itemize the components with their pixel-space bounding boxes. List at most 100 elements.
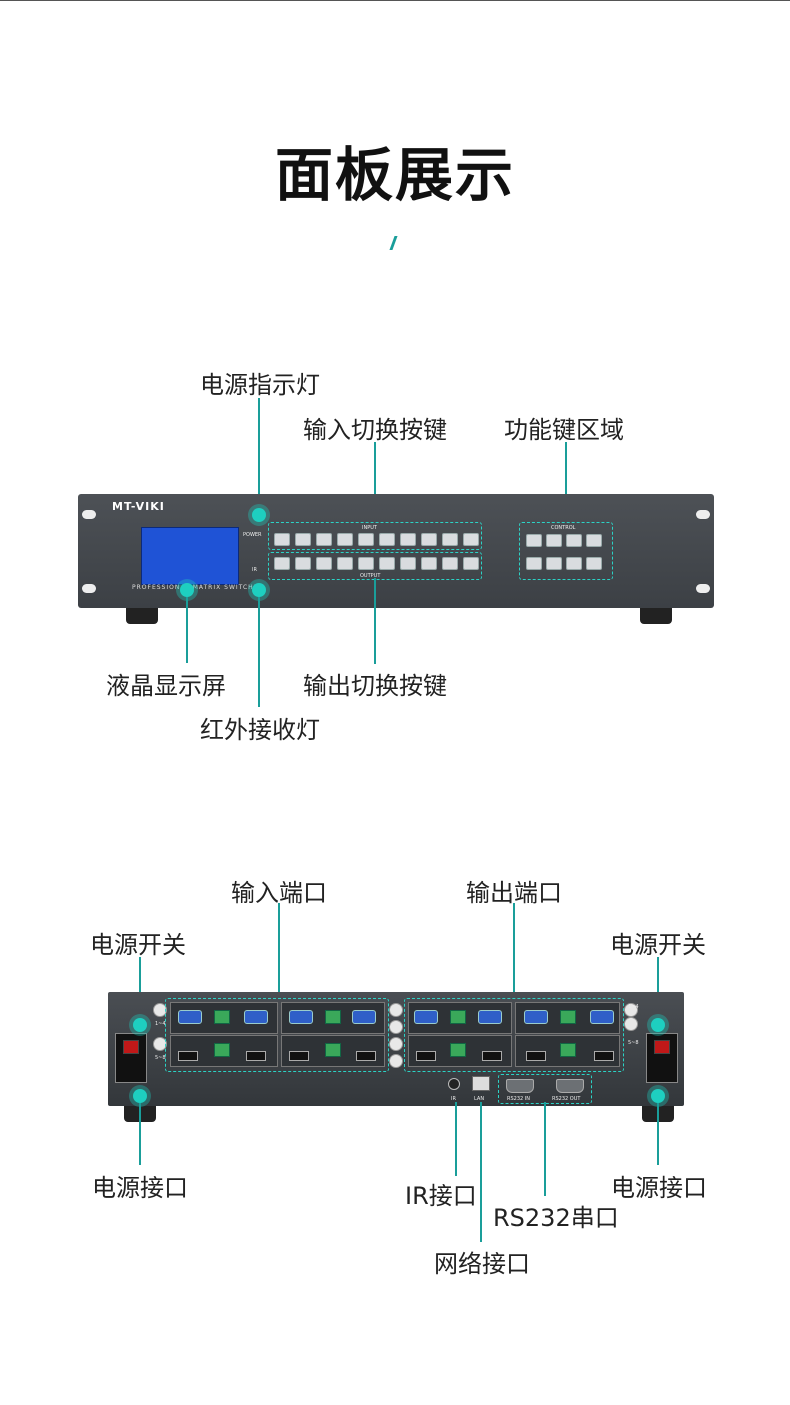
ir-led-marker: [252, 583, 266, 597]
label-output-buttons: 输出切换按键: [303, 672, 447, 700]
leader-power-socket-right: [657, 1103, 659, 1165]
label-power-socket-left: 电源接口: [92, 1174, 188, 1202]
output-button-row[interactable]: [274, 557, 479, 570]
lcd-marker: [180, 583, 194, 597]
vga-port[interactable]: [590, 1010, 614, 1024]
hdmi-port[interactable]: [178, 1051, 198, 1061]
leader-output-ports: [513, 903, 515, 999]
input-group-label: INPUT: [362, 525, 377, 531]
control-group-label: CONTROL: [551, 525, 576, 531]
power-socket-left[interactable]: [115, 1033, 147, 1083]
vga-port[interactable]: [289, 1010, 313, 1024]
row-label-5-8: 5~8: [628, 1040, 639, 1046]
ir-jack[interactable]: [448, 1078, 460, 1090]
leader-rs232: [544, 1102, 546, 1196]
lan-port[interactable]: [472, 1076, 490, 1091]
input-ports-outline: [165, 998, 389, 1072]
rack-ear-hole: [696, 584, 710, 593]
leader-output-buttons: [374, 578, 376, 664]
audio-terminal[interactable]: [214, 1043, 230, 1057]
rs232-in-port[interactable]: [506, 1079, 534, 1093]
ir-text: IR: [252, 567, 257, 573]
rack-ear-hole: [82, 510, 96, 519]
power-switch-right[interactable]: [654, 1040, 670, 1054]
hdmi-port[interactable]: [526, 1051, 546, 1061]
hdmi-port[interactable]: [482, 1051, 502, 1061]
vga-port[interactable]: [478, 1010, 502, 1024]
leader-power-switch-left: [139, 957, 141, 1019]
audio-terminal[interactable]: [214, 1010, 230, 1024]
page-title: 面板展示: [274, 141, 515, 209]
output-key[interactable]: [358, 557, 374, 570]
input-group-outline: [268, 522, 482, 550]
control-key[interactable]: [566, 534, 582, 547]
input-button-row[interactable]: [274, 533, 479, 546]
power-switch-left[interactable]: [123, 1040, 139, 1054]
output-key[interactable]: [442, 557, 458, 570]
hdmi-port[interactable]: [246, 1051, 266, 1061]
output-key[interactable]: [337, 557, 353, 570]
mount-knob: [153, 1037, 167, 1051]
mount-knob: [389, 1020, 403, 1034]
input-key[interactable]: [421, 533, 437, 546]
rs232-in-text: RS232 IN: [507, 1096, 530, 1102]
audio-terminal[interactable]: [560, 1043, 576, 1057]
hdmi-port[interactable]: [289, 1051, 309, 1061]
input-key[interactable]: [316, 533, 332, 546]
mount-knob: [624, 1017, 638, 1031]
rs232-out-text: RS232 OUT: [552, 1096, 581, 1102]
audio-terminal[interactable]: [450, 1010, 466, 1024]
control-key[interactable]: [526, 557, 542, 570]
output-key[interactable]: [463, 557, 479, 570]
mount-knob: [624, 1003, 638, 1017]
power-text: POWER: [243, 532, 262, 538]
hdmi-port[interactable]: [594, 1051, 614, 1061]
output-key[interactable]: [316, 557, 332, 570]
output-key[interactable]: [274, 557, 290, 570]
output-key[interactable]: [421, 557, 437, 570]
label-power-led: 电源指示灯: [200, 371, 320, 399]
control-key[interactable]: [586, 534, 602, 547]
control-key[interactable]: [526, 534, 542, 547]
control-key[interactable]: [546, 557, 562, 570]
panel-subtitle: PROFESSIONAL MATRIX SWITCHER: [132, 584, 264, 591]
control-key[interactable]: [566, 557, 582, 570]
output-key[interactable]: [379, 557, 395, 570]
rack-ear-hole: [696, 510, 710, 519]
mount-knob: [389, 1054, 403, 1068]
control-key[interactable]: [546, 534, 562, 547]
leader-power-led: [258, 398, 260, 514]
vga-port[interactable]: [414, 1010, 438, 1024]
input-key[interactable]: [379, 533, 395, 546]
audio-terminal[interactable]: [560, 1010, 576, 1024]
hdmi-port[interactable]: [416, 1051, 436, 1061]
hdmi-port[interactable]: [356, 1051, 376, 1061]
power-switch-left-marker: [133, 1018, 147, 1032]
leader-function-keys: [565, 442, 567, 522]
audio-terminal[interactable]: [325, 1043, 341, 1057]
vga-port[interactable]: [178, 1010, 202, 1024]
rs232-out-port[interactable]: [556, 1079, 584, 1093]
audio-terminal[interactable]: [450, 1043, 466, 1057]
control-key[interactable]: [586, 557, 602, 570]
audio-terminal[interactable]: [325, 1010, 341, 1024]
output-key[interactable]: [400, 557, 416, 570]
input-key[interactable]: [463, 533, 479, 546]
output-key[interactable]: [295, 557, 311, 570]
input-key[interactable]: [295, 533, 311, 546]
device-foot: [126, 608, 158, 624]
row-label-1-4: 1~4: [628, 1004, 639, 1010]
input-key[interactable]: [400, 533, 416, 546]
input-key[interactable]: [337, 533, 353, 546]
leader-power-socket-left: [139, 1103, 141, 1165]
vga-port[interactable]: [352, 1010, 376, 1024]
vga-port[interactable]: [524, 1010, 548, 1024]
input-key[interactable]: [358, 533, 374, 546]
power-led-marker: [252, 508, 266, 522]
input-key[interactable]: [442, 533, 458, 546]
vga-port[interactable]: [244, 1010, 268, 1024]
label-power-switch-right: 电源开关: [610, 931, 706, 959]
label-output-ports: 输出端口: [466, 879, 562, 907]
control-keys[interactable]: [526, 534, 602, 570]
input-key[interactable]: [274, 533, 290, 546]
